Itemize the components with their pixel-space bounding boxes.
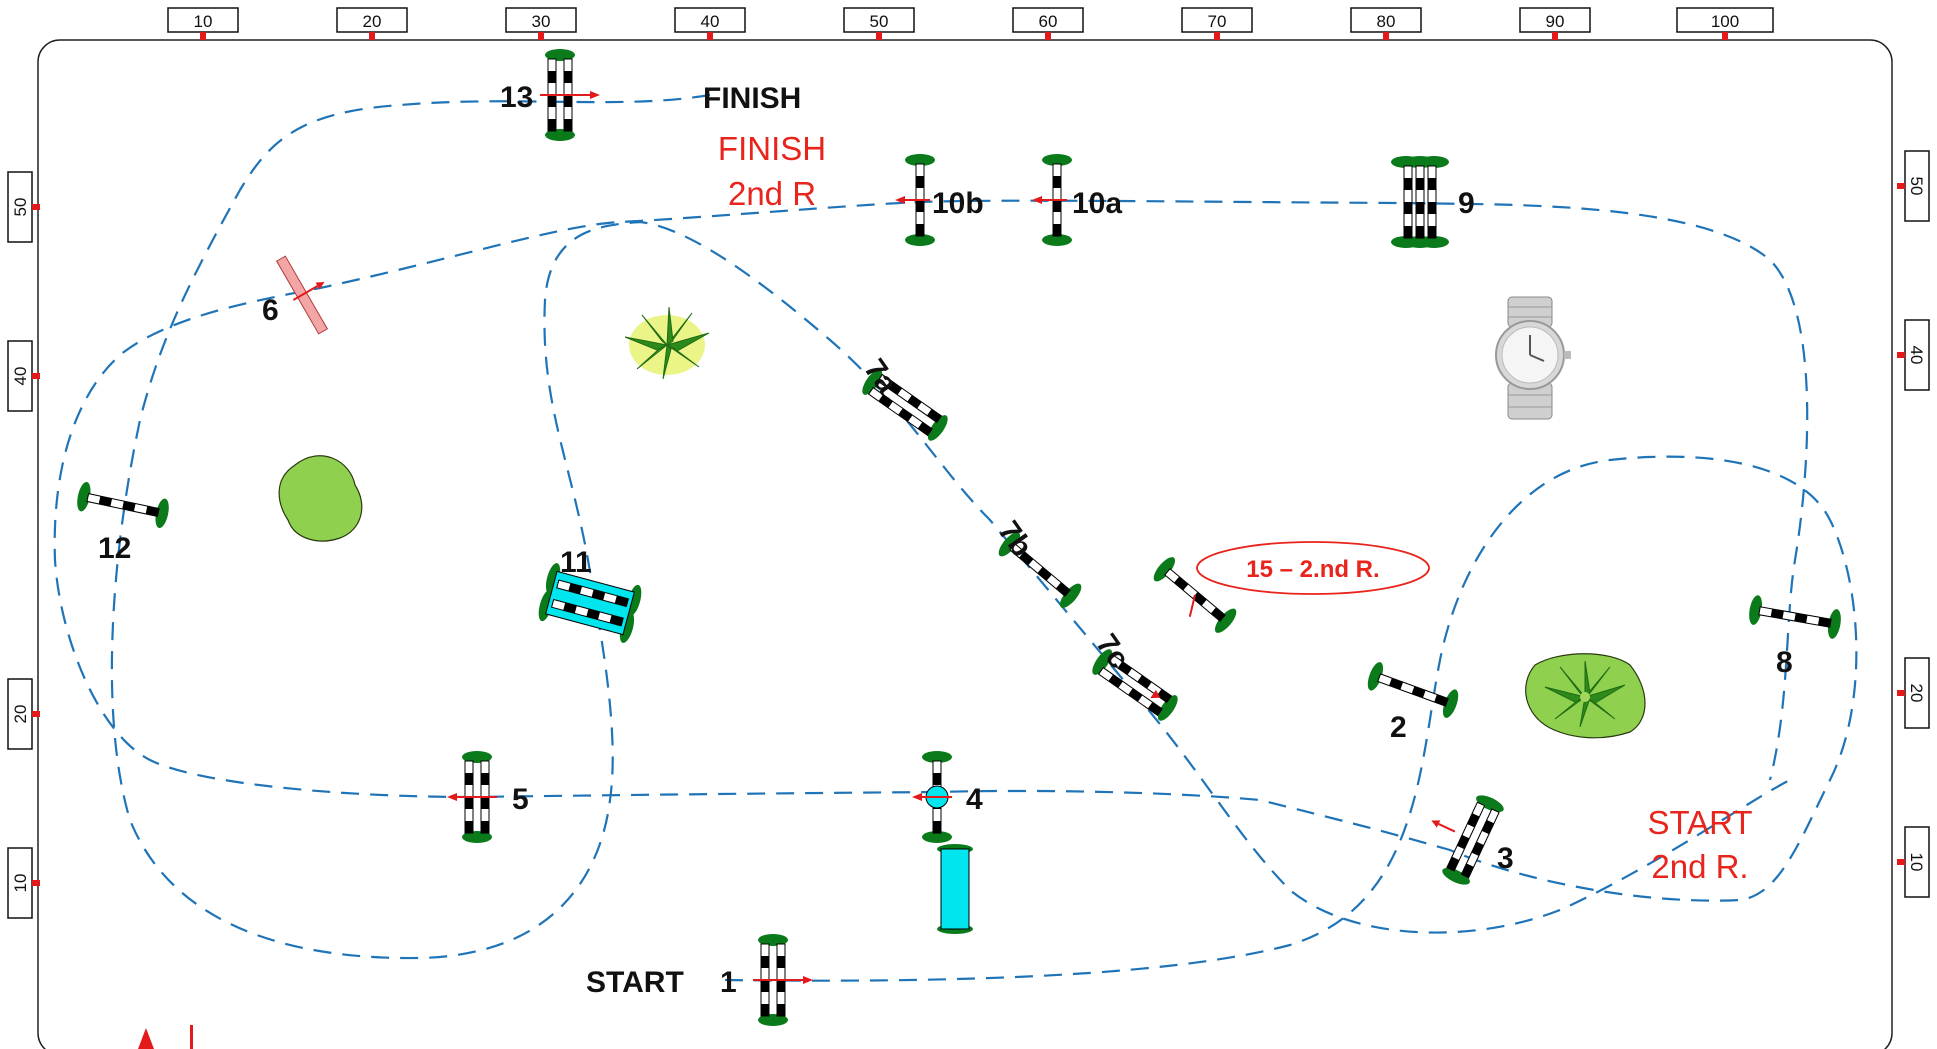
obstacle-number: 11 — [560, 546, 592, 579]
finish-2nd-round-label: FINISH — [718, 130, 826, 167]
left-scale-label: 10 — [11, 874, 30, 893]
obstacle-6 — [275, 255, 329, 335]
top-scale-label: 100 — [1711, 12, 1739, 31]
obstacle-5 — [447, 751, 497, 843]
obstacle-15 — [1150, 553, 1240, 637]
obstacle-4 — [912, 751, 952, 843]
top-scale-label: 20 — [363, 12, 382, 31]
water-tray-icon — [937, 844, 973, 934]
top-scale-label: 50 — [870, 12, 889, 31]
watch-icon — [1495, 296, 1571, 420]
route-round-1 — [53, 199, 1858, 982]
right-scale-label: 10 — [1907, 853, 1926, 872]
obstacle-11 — [538, 563, 642, 643]
left-scale-label: 20 — [11, 705, 30, 724]
obstacle-3 — [1431, 791, 1507, 889]
right-scale-label: 50 — [1907, 177, 1926, 196]
course-route — [53, 93, 1858, 982]
obstacle-13 — [540, 49, 600, 141]
obstacle-number: 8 — [1776, 646, 1793, 679]
obstacle-number: 10a — [1072, 187, 1122, 220]
obstacle-number: 10b — [932, 187, 984, 220]
start-label: START — [586, 966, 684, 999]
route-round-2 — [110, 93, 1791, 960]
top-scale-label: 80 — [1377, 12, 1396, 31]
extra-obstacle-oval — [1196, 541, 1430, 595]
arena-border — [37, 39, 1893, 1049]
finish-2nd-round-label: 2nd R — [728, 175, 816, 212]
obstacle-10a — [1032, 154, 1072, 246]
obstacle-7c — [1088, 646, 1182, 724]
obstacle-number: 2 — [1390, 711, 1407, 744]
entrance-marker-icon — [138, 1025, 193, 1049]
obstacle-9 — [1391, 156, 1449, 248]
left-scale-label: 50 — [11, 198, 30, 217]
obstacle-number: 13 — [500, 81, 533, 114]
obstacle-8 — [1747, 594, 1843, 640]
obstacle-10b — [895, 154, 935, 246]
top-scale-label: 60 — [1039, 12, 1058, 31]
obstacle-1 — [753, 934, 813, 1026]
top-scale-label: 90 — [1546, 12, 1565, 31]
left-scale: 50 40 20 10 — [7, 171, 40, 919]
palm-plant-icon — [624, 306, 710, 380]
right-scale-label: 40 — [1907, 346, 1926, 365]
extra-obstacle-label: 15 – 2.nd R. — [1246, 556, 1379, 583]
right-scale: 50 40 20 10 — [1897, 150, 1930, 898]
grass-patch-icon — [278, 455, 363, 542]
obstacle-number: 3 — [1497, 842, 1514, 875]
top-scale-label: 40 — [701, 12, 720, 31]
obstacle-number: 5 — [512, 783, 529, 816]
obstacle-number: 4 — [966, 783, 983, 816]
start-2nd-round-label: START — [1647, 804, 1752, 841]
finish-label: FINISH — [703, 82, 801, 115]
top-scale-label: 30 — [532, 12, 551, 31]
obstacle-number: 7b — [991, 515, 1038, 563]
top-scale-label: 10 — [194, 12, 213, 31]
obstacle-number: 9 — [1458, 187, 1475, 220]
top-scale-label: 70 — [1208, 12, 1227, 31]
right-scale-label: 20 — [1907, 684, 1926, 703]
start-2nd-round-label: 2nd R. — [1651, 848, 1748, 885]
top-scale: 10 20 30 40 50 60 70 80 90 100 — [167, 7, 1774, 40]
palm-plant-icon — [1544, 660, 1626, 728]
obstacle-number: 1 — [720, 966, 737, 999]
obstacle-number: 12 — [98, 532, 131, 565]
obstacle-number: 6 — [262, 294, 279, 327]
obstacle-2 — [1364, 660, 1462, 720]
left-scale-label: 40 — [11, 367, 30, 386]
